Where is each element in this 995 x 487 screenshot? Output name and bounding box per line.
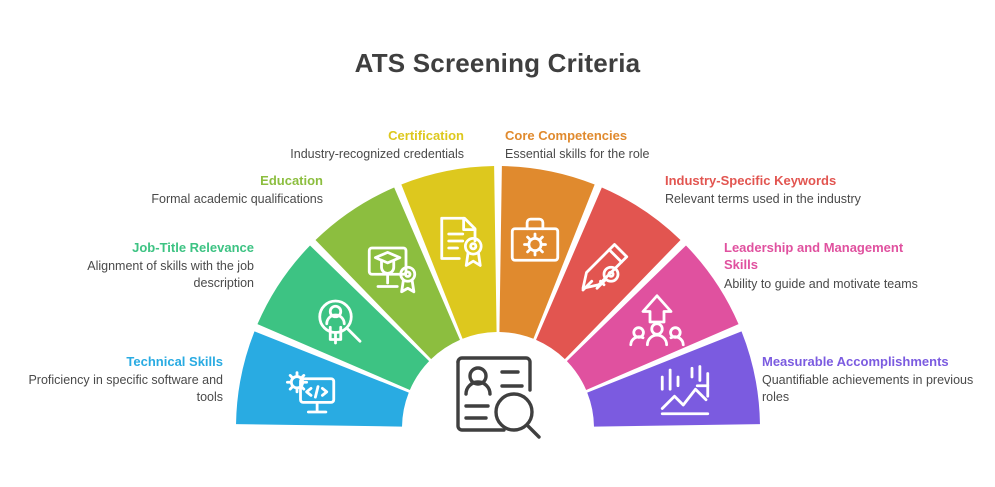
- label-title: Measurable Accomplishments: [762, 354, 949, 369]
- label-job-title-relevance: Job-Title Relevance Alignment of skills …: [58, 239, 254, 292]
- label-measurable-accomplishments: Measurable Accomplishments Quantifiable …: [762, 353, 987, 406]
- resume-magnifier-icon: [440, 340, 548, 448]
- label-title: Education: [260, 173, 323, 188]
- label-desc: Ability to guide and motivate teams: [724, 276, 918, 291]
- label-title: Leadership and Management Skills: [724, 240, 904, 273]
- label-title: Job-Title Relevance: [132, 240, 254, 255]
- label-desc: Proficiency in specific software and too…: [28, 373, 223, 404]
- label-industry-specific-keywords: Industry-Specific Keywords Relevant term…: [665, 172, 895, 208]
- criteria-wheel: [233, 160, 763, 430]
- label-technical-skills: Technical Skills Proficiency in specific…: [8, 353, 223, 406]
- label-desc: Industry-recognized credentials: [290, 147, 464, 162]
- label-core-competencies: Core Competencies Essential skills for t…: [505, 127, 715, 163]
- segment-measurable-accomplishments: [587, 331, 760, 427]
- label-desc: Alignment of skills with the job descrip…: [87, 259, 254, 290]
- page-title: ATS Screening Criteria: [354, 48, 641, 78]
- label-desc: Relevant terms used in the industry: [665, 192, 861, 207]
- label-certification: Certification Industry-recognized creden…: [268, 127, 464, 163]
- label-title: Certification: [388, 128, 464, 143]
- label-title: Technical Skills: [126, 354, 223, 369]
- label-desc: Essential skills for the role: [505, 147, 650, 162]
- label-title: Core Competencies: [505, 128, 628, 143]
- label-desc: Formal academic qualifications: [151, 192, 323, 207]
- label-title: Industry-Specific Keywords: [665, 173, 837, 188]
- label-education: Education Formal academic qualifications: [118, 172, 323, 208]
- label-leadership-and-management-skills: Leadership and Management Skills Ability…: [724, 239, 939, 292]
- label-desc: Quantifiable achievements in previous ro…: [762, 373, 974, 404]
